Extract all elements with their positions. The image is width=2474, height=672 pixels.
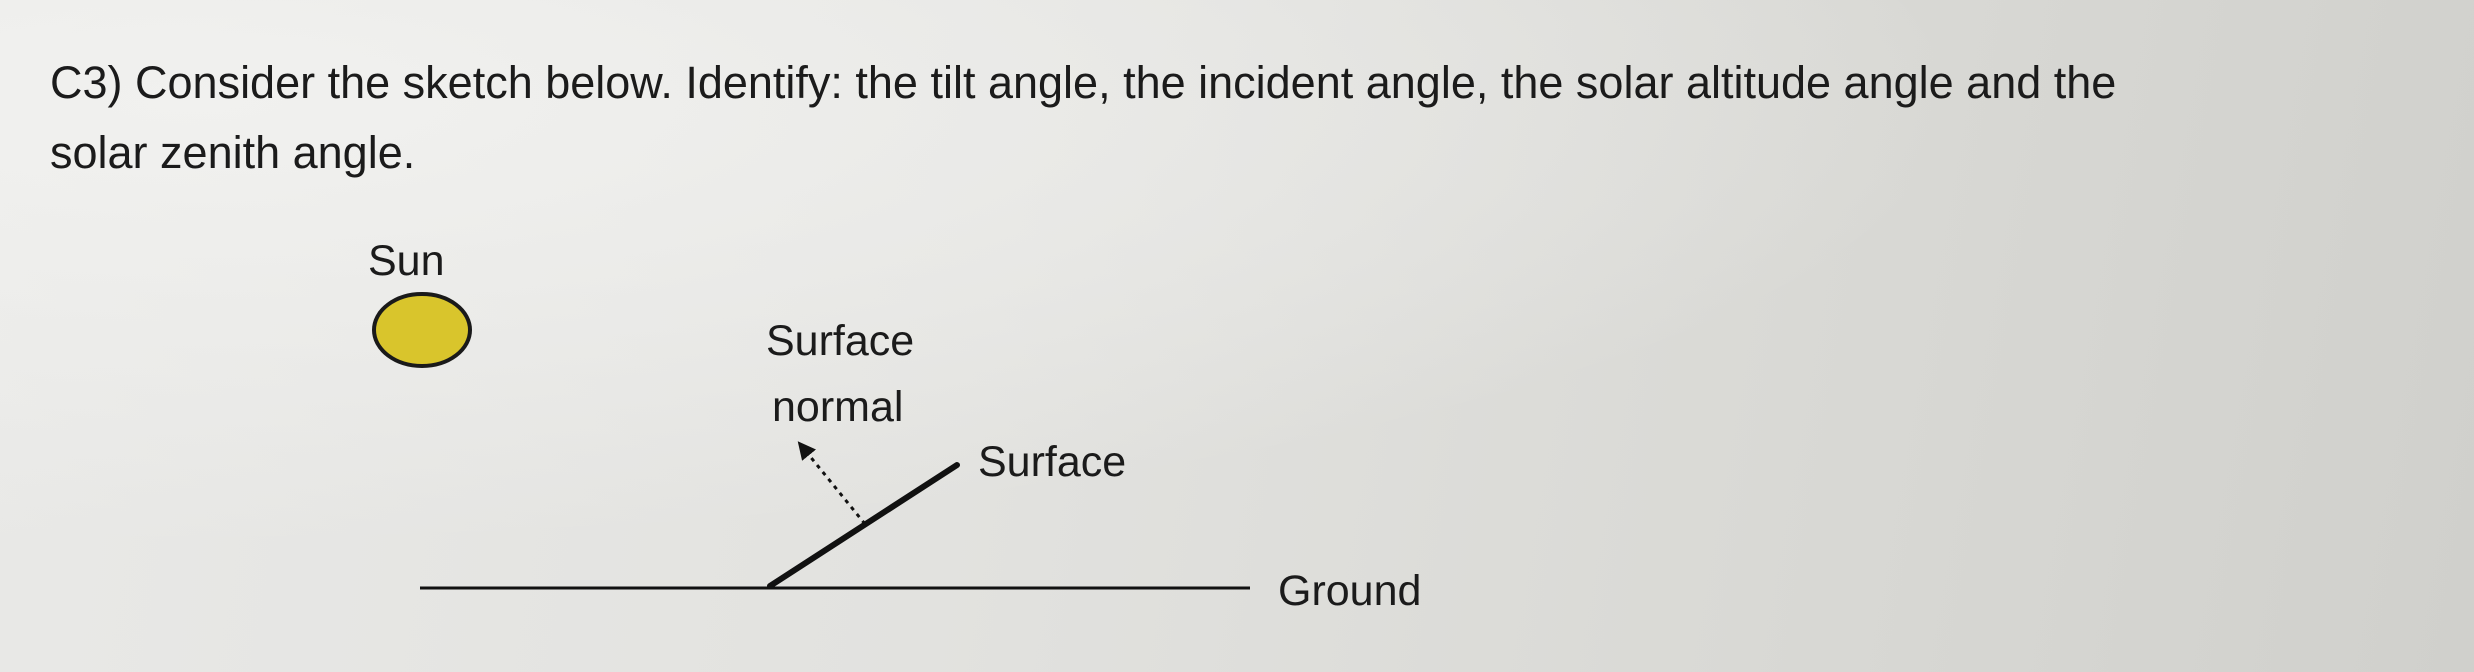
ground-label: Ground xyxy=(1278,567,1422,615)
surface-normal-label-line-1: Surface xyxy=(766,317,915,365)
sun-label: Sun xyxy=(368,237,445,285)
question-line-2: solar zenith angle. xyxy=(50,127,416,178)
question-line-1: C3) Consider the sketch below. Identify:… xyxy=(50,57,2117,108)
question-text: C3) Consider the sketch below. Identify:… xyxy=(50,48,2450,188)
surface-normal-label-line-2: normal xyxy=(772,383,904,431)
surface-label: Surface xyxy=(978,438,1127,486)
sun-shape xyxy=(372,292,472,368)
surface-line xyxy=(767,462,960,589)
surface-normal-arrow xyxy=(797,441,867,525)
